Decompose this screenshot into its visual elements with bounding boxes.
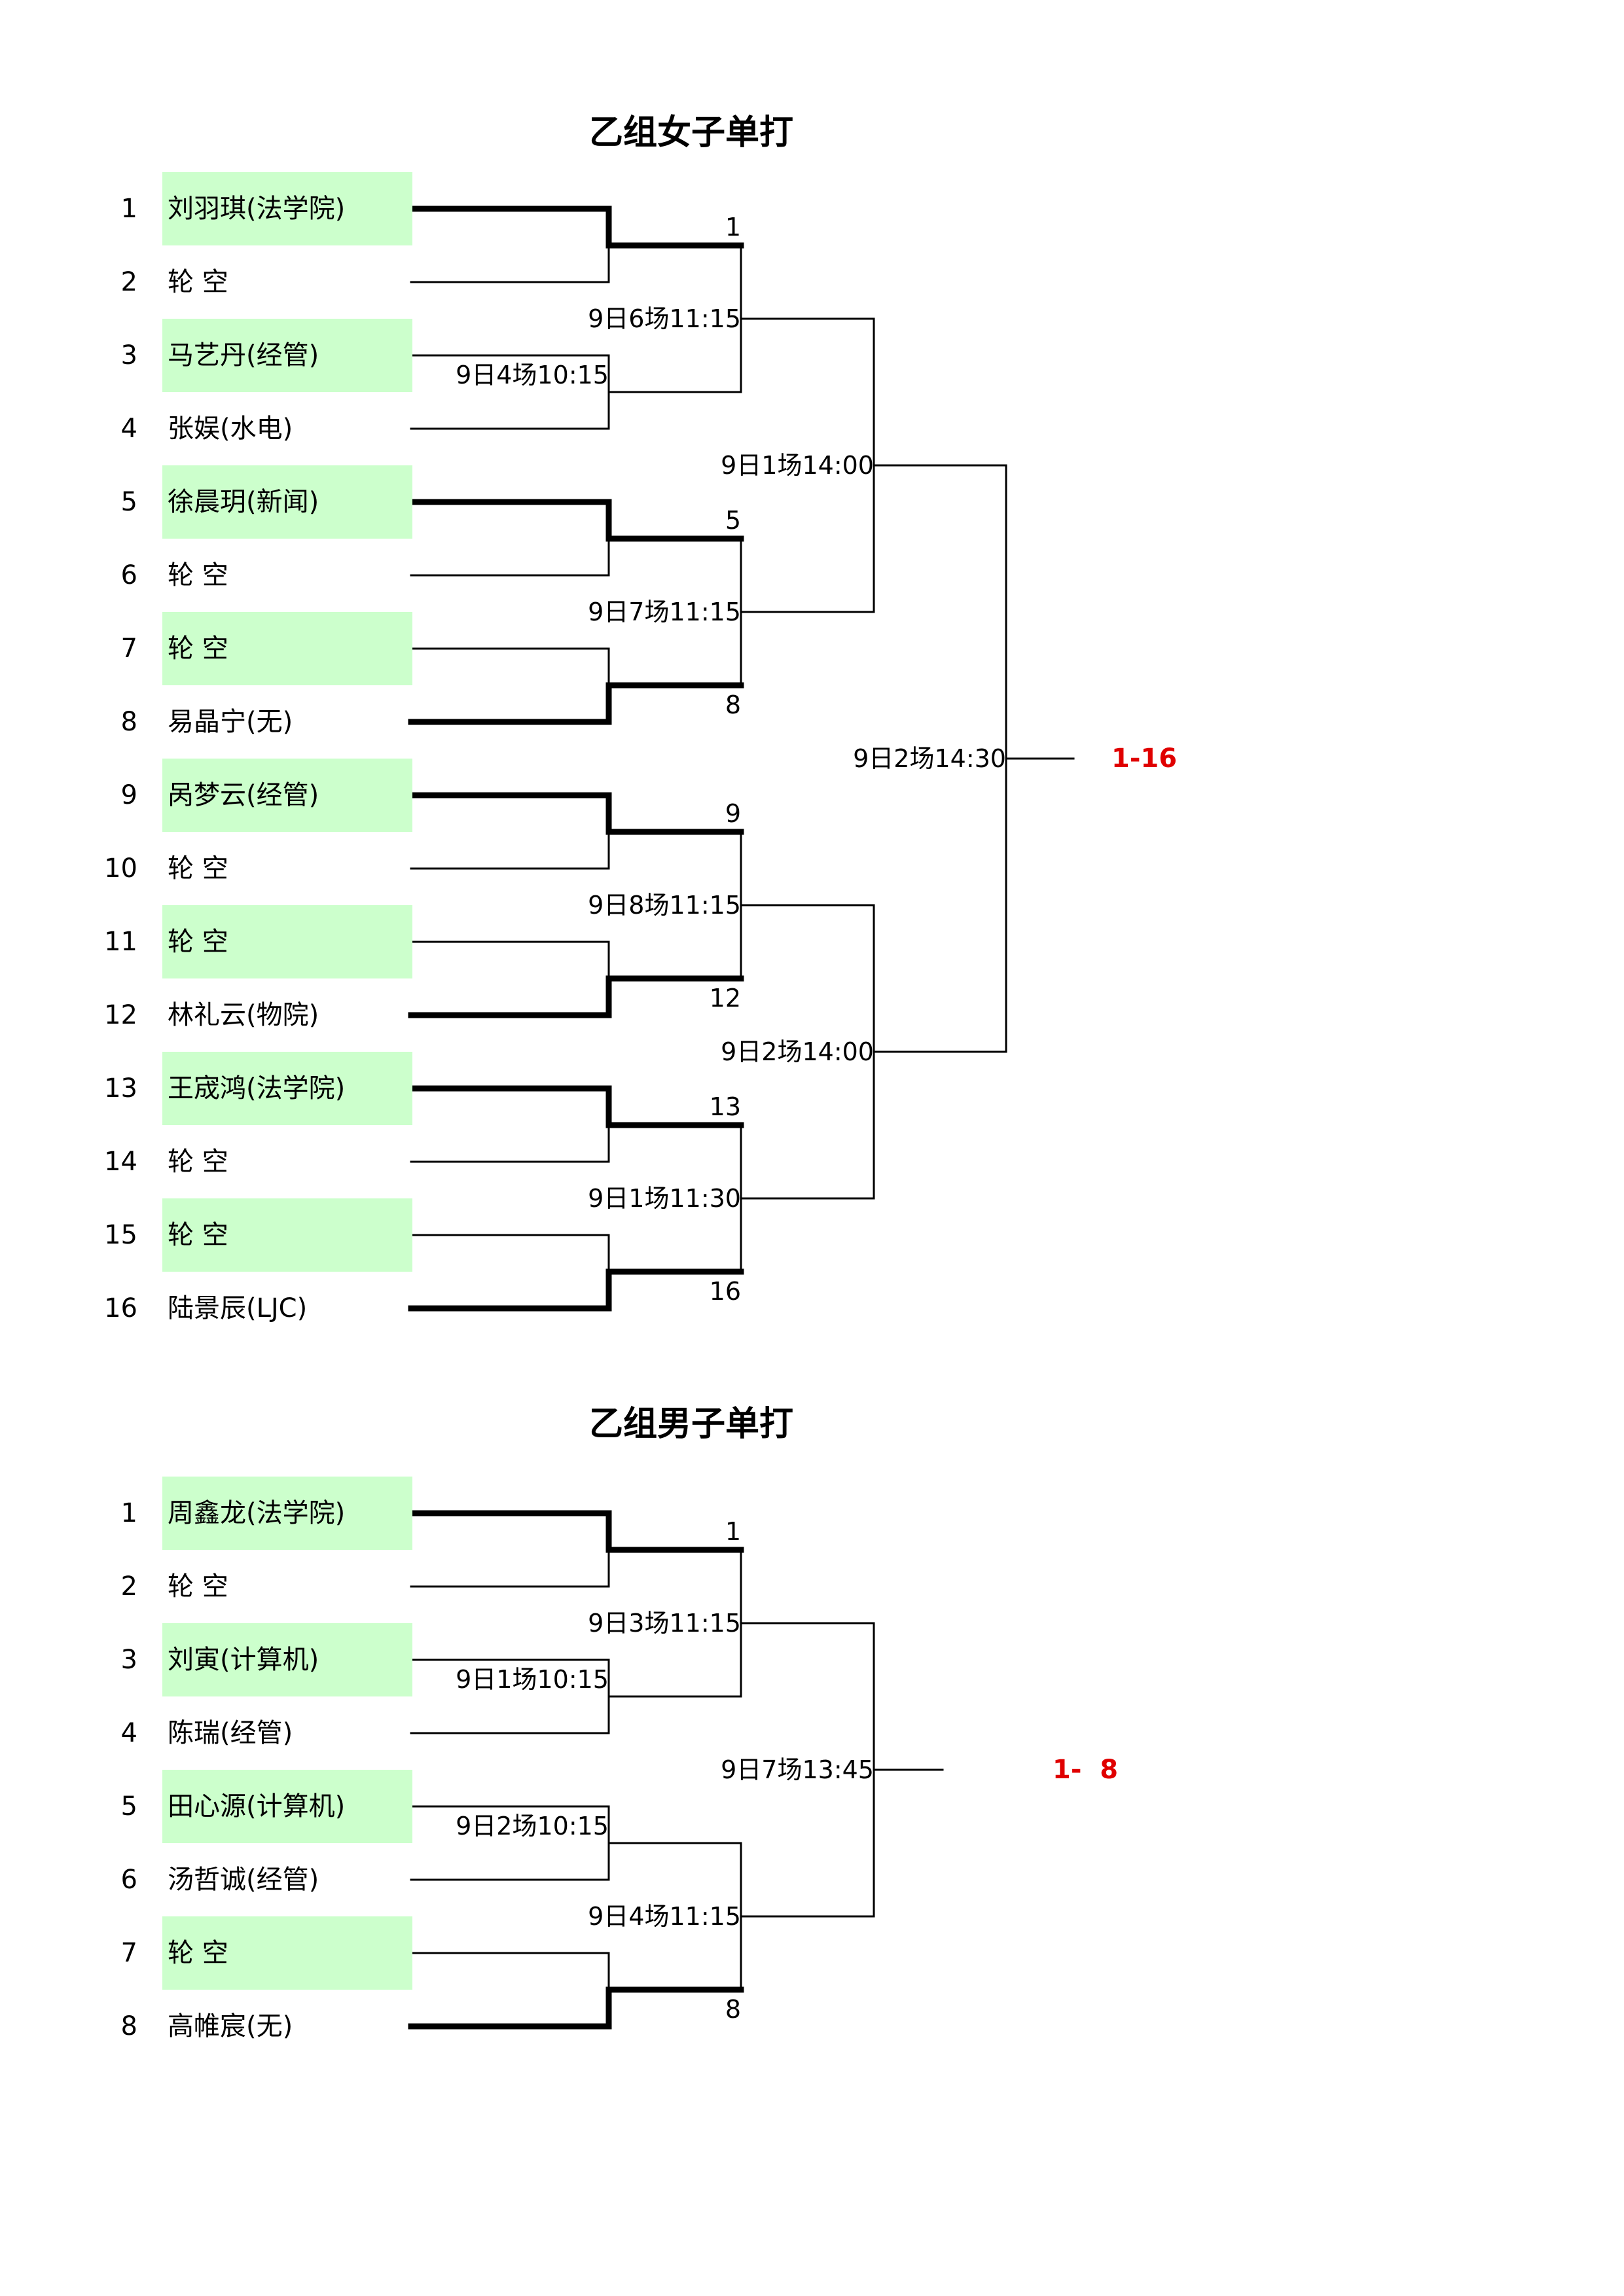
player-seed: 8 bbox=[120, 707, 137, 737]
player-name: 轮 空 bbox=[168, 560, 228, 590]
player-name: 张娱(水电) bbox=[168, 414, 293, 444]
player-seed: 16 bbox=[104, 1293, 137, 1323]
match-label: 9日7场11:15 bbox=[588, 598, 741, 626]
match-label: 9日2场10:15 bbox=[456, 1812, 609, 1840]
match-label: 9日4场11:15 bbox=[588, 1902, 741, 1931]
bracket-title: 乙组女子单打 bbox=[589, 113, 794, 152]
player-name: 田心源(计算机) bbox=[162, 1770, 412, 1843]
player-seed: 1 bbox=[120, 194, 137, 224]
match-label: 9日8场11:15 bbox=[588, 891, 741, 920]
winner-seed: 1 bbox=[725, 1517, 741, 1546]
player-name: 汤哲诚(经管) bbox=[168, 1865, 319, 1895]
bracket-title: 乙组男子单打 bbox=[589, 1405, 794, 1444]
player-seed: 6 bbox=[120, 560, 137, 590]
player-seed: 3 bbox=[120, 340, 137, 370]
player-seed: 5 bbox=[120, 1791, 137, 1821]
player-name: 轮 空 bbox=[162, 1916, 412, 1990]
player-name: 易晶宁(无) bbox=[168, 707, 293, 737]
player-seed: 3 bbox=[120, 1645, 137, 1675]
winner-seed: 5 bbox=[725, 506, 741, 535]
match-label: 9日1场10:15 bbox=[456, 1665, 609, 1694]
player-name: 轮 空 bbox=[168, 1147, 228, 1177]
player-seed: 9 bbox=[120, 780, 137, 810]
match-label: 9日2场14:00 bbox=[721, 1037, 874, 1066]
player-name: 呙梦云(经管) bbox=[162, 759, 412, 832]
player-name: 王宬鸿(法学院) bbox=[162, 1052, 412, 1125]
player-name: 轮 空 bbox=[162, 1198, 412, 1272]
player-name: 轮 空 bbox=[162, 612, 412, 685]
player-seed: 13 bbox=[104, 1073, 137, 1103]
match-label: 9日3场11:15 bbox=[588, 1609, 741, 1638]
winner-seed: 16 bbox=[709, 1277, 741, 1306]
player-seed: 4 bbox=[120, 1718, 137, 1748]
winner-seed: 1 bbox=[725, 213, 741, 242]
player-seed: 2 bbox=[120, 1571, 137, 1602]
player-seed: 15 bbox=[104, 1220, 137, 1250]
player-seed: 1 bbox=[120, 1498, 137, 1528]
match-label: 9日7场13:45 bbox=[721, 1755, 874, 1784]
player-seed: 11 bbox=[104, 927, 137, 957]
player-seed: 7 bbox=[120, 1938, 137, 1968]
player-seed: 10 bbox=[104, 853, 137, 884]
player-name: 轮 空 bbox=[168, 1571, 228, 1602]
player-name: 陆景辰(LJC) bbox=[168, 1293, 308, 1323]
player-name: 轮 空 bbox=[168, 267, 228, 297]
match-label: 9日6场11:15 bbox=[588, 304, 741, 333]
player-name: 林礼云(物院) bbox=[168, 1000, 319, 1030]
player-name: 轮 空 bbox=[168, 853, 228, 884]
player-seed: 5 bbox=[120, 487, 137, 517]
player-seed: 12 bbox=[104, 1000, 137, 1030]
player-name: 徐晨玥(新闻) bbox=[162, 465, 412, 539]
player-seed: 7 bbox=[120, 634, 137, 664]
winner-seed: 8 bbox=[725, 691, 741, 719]
player-seed: 8 bbox=[120, 2011, 137, 2041]
player-seed: 4 bbox=[120, 414, 137, 444]
match-label: 9日2场14:30 bbox=[853, 744, 1006, 773]
player-name: 轮 空 bbox=[162, 905, 412, 978]
winner-seed: 13 bbox=[709, 1092, 741, 1121]
winner-seed: 12 bbox=[709, 984, 741, 1013]
bracket-result: 1-16 bbox=[1111, 744, 1178, 774]
match-label: 9日1场11:30 bbox=[588, 1184, 741, 1213]
player-name: 陈瑞(经管) bbox=[168, 1718, 293, 1748]
bracket-result: 1- 8 bbox=[1053, 1755, 1119, 1785]
player-name: 高帷宸(无) bbox=[168, 2011, 293, 2041]
match-label: 9日1场14:00 bbox=[721, 451, 874, 480]
player-seed: 6 bbox=[120, 1865, 137, 1895]
player-name: 马艺丹(经管) bbox=[162, 319, 412, 392]
player-seed: 2 bbox=[120, 267, 137, 297]
winner-seed: 8 bbox=[725, 1995, 741, 2024]
player-name: 刘羽琪(法学院) bbox=[162, 172, 412, 245]
winner-seed: 9 bbox=[725, 799, 741, 828]
match-label: 9日4场10:15 bbox=[456, 361, 609, 389]
player-name: 刘寅(计算机) bbox=[162, 1623, 412, 1696]
player-seed: 14 bbox=[104, 1147, 137, 1177]
player-name: 周鑫龙(法学院) bbox=[162, 1477, 412, 1550]
